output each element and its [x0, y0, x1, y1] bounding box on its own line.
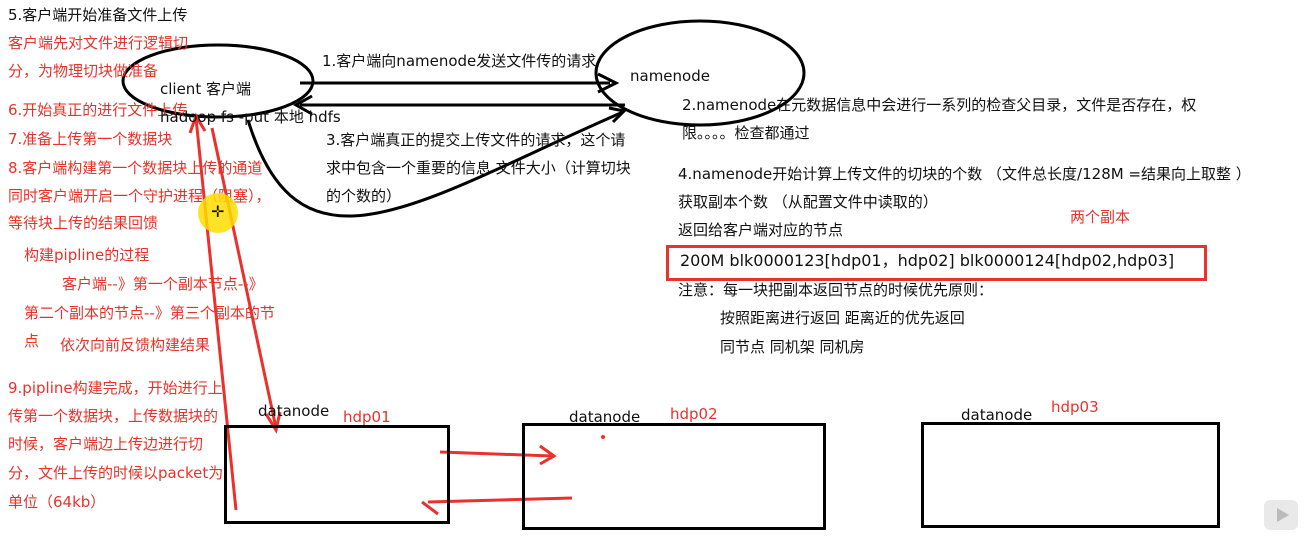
step9-line5: 单位（64kb） [8, 493, 106, 511]
datanode1-box [224, 425, 450, 524]
namenode-compute-line2: 获取副本个数 （从配置文件中读取的） [678, 193, 938, 211]
datanode2-host: hdp02 [670, 405, 718, 423]
pipeline-line5: 依次向前反馈构建结果 [60, 336, 211, 354]
step9-line2: 传第一个数据块，上传数据块的 [8, 407, 219, 425]
step9-line3: 时候，客户端边上传边进行切 [8, 435, 204, 453]
namenode-check-line2: 限。。。。检查都通过 [682, 124, 810, 142]
arrow3-caption-line3: 的个数的） [326, 187, 402, 205]
arrow-submit [246, 110, 624, 218]
client-command: hadoop fs -put 本地 hdfs [160, 108, 341, 126]
namenode-ellipse [594, 19, 806, 127]
arrow1-caption: 1.客户端向namenode发送文件传的请求 [322, 52, 597, 70]
datanode3-host: hdp03 [1051, 398, 1099, 416]
pipeline-line2: 客户端--》第一个副本节点--》 [62, 275, 264, 293]
play-icon[interactable] [1264, 500, 1298, 530]
client-label: client 客户端 [160, 80, 251, 98]
block-list-box [666, 245, 1207, 281]
packet-arrow-back [427, 496, 573, 504]
step6: 6.开始真正的进行文件上传 [8, 101, 188, 119]
datanode3-box [921, 422, 1220, 528]
block-list: 200M blk0000123[hdp01，hdp02] blk0000124[… [680, 251, 1175, 270]
red-dot [601, 435, 605, 439]
client-ellipse [121, 43, 315, 119]
datanode2-box [522, 423, 826, 530]
datanode3-label: datanode [961, 406, 1033, 424]
step5-line1: 客户端先对文件进行逻辑切 [8, 34, 189, 52]
crosshair-icon: ✛ [211, 202, 225, 221]
step9-line4: 分，文件上传的时候以packet为 [8, 464, 224, 482]
datanode1-host: hdp01 [343, 408, 391, 426]
namenode-compute-line3: 返回给客户端对应的节点 [678, 221, 844, 239]
packet-arrow-forward [439, 450, 553, 458]
datanode2-label: datanode [569, 408, 641, 426]
two-replicas-note: 两个副本 [1070, 208, 1131, 226]
namenode-check-line1: 2.namenode在元数据信息中会进行一系列的检查父目录，文件是否存在，权 [682, 96, 1197, 114]
note-line1: 注意：每一块把副本返回节点的时候优先原则： [678, 281, 994, 299]
step9-line1: 9.pipline构建完成，开始进行上 [8, 379, 223, 397]
cursor-highlight [198, 193, 238, 233]
note-line2: 按照距离进行返回 距离近的优先返回 [720, 309, 965, 327]
arrow3-caption-line1: 3.客户端真正的提交上传文件的请求，这个请 [326, 131, 626, 149]
pipeline-line4: 点 [24, 332, 40, 350]
pipeline-arrow-down [210, 127, 278, 429]
namenode-compute-line1: 4.namenode开始计算上传文件的切块的个数 （文件总长度/128M =结果… [678, 165, 1251, 183]
pipeline-line1: 构建pipline的过程 [24, 246, 150, 264]
namenode-label: namenode [630, 67, 710, 85]
datanode1-label: datanode [258, 402, 330, 420]
arrow3-caption-line2: 求中包含一个重要的信息 文件大小（计算切块 [326, 159, 631, 177]
step8-line3: 等待块上传的结果回馈 [8, 214, 159, 232]
step5-title: 5.客户端开始准备文件上传 [8, 6, 188, 24]
step5-line2: 分，为物理切块做准备 [8, 62, 159, 80]
pipeline-line3: 第二个副本的节点--》第三个副本的节 [24, 304, 275, 322]
note-line3: 同节点 同机架 同机房 [720, 338, 865, 356]
step8-line1: 8.客户端构建第一个数据块上传的通道 [8, 159, 263, 177]
pipeline-arrow-up [194, 117, 238, 511]
step7: 7.准备上传第一个数据块 [8, 130, 173, 148]
